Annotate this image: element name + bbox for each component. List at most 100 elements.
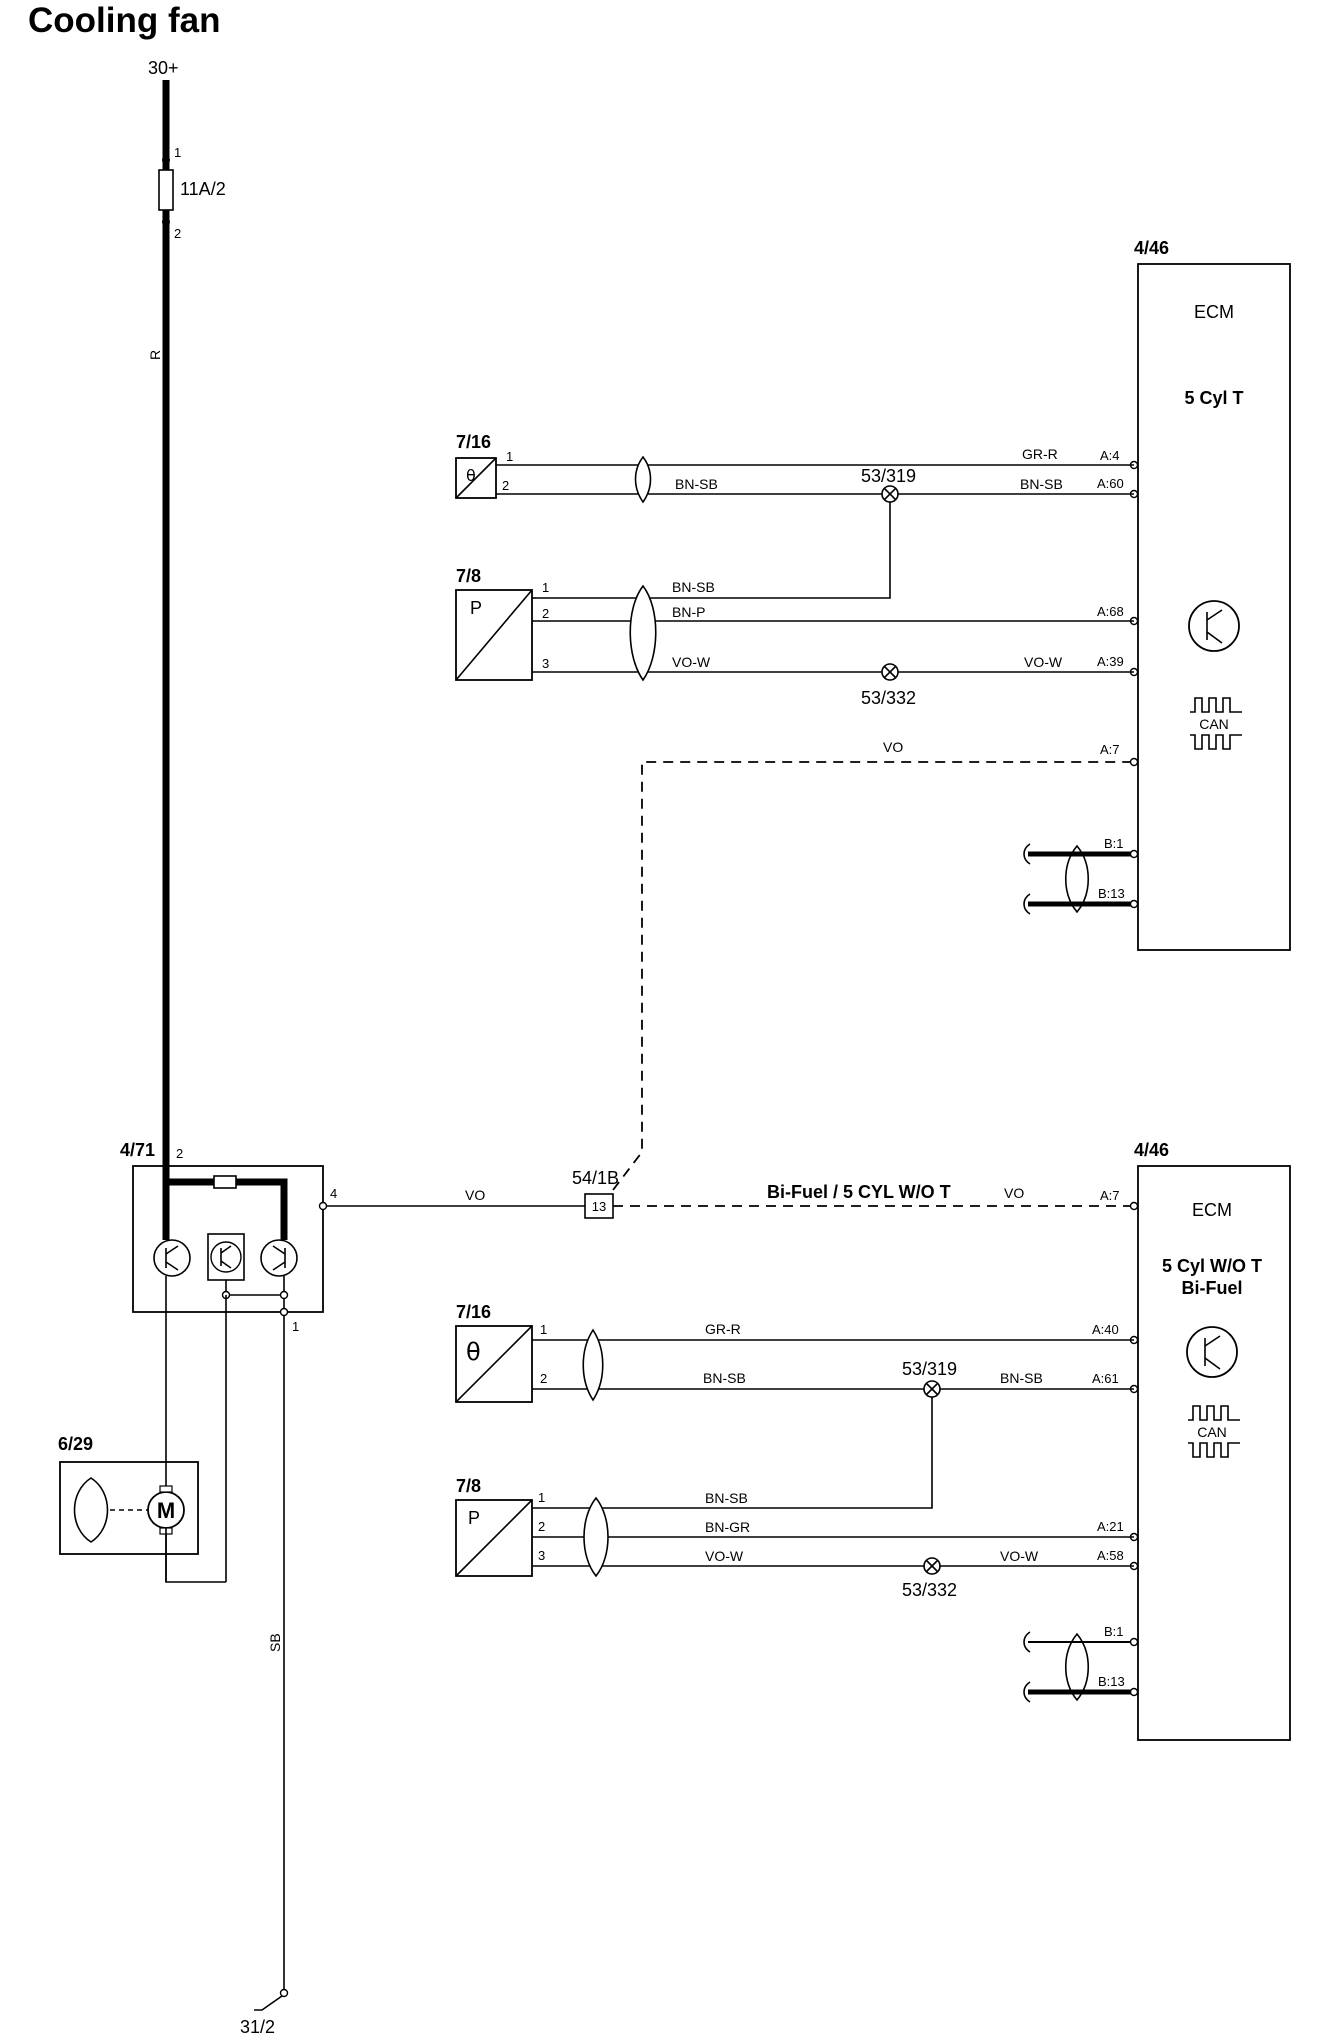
splice-top-319-icon	[881, 485, 899, 503]
relay-pin-2-label: 2	[176, 1146, 183, 1161]
ecm-top-box	[1137, 263, 1291, 951]
splice-top-319-label: 53/319	[861, 466, 916, 486]
ecm-top-can-label: CAN	[1199, 716, 1229, 732]
ecm-bottom-pin-a7: A:7	[1100, 1188, 1120, 1203]
ecm-top-can-icon	[1190, 697, 1242, 750]
splice-bottom-332-icon	[923, 1557, 941, 1575]
pressure-sensor-top-wire2-color: BN-P	[672, 604, 705, 620]
ground-symbol-icon	[254, 1995, 283, 2011]
temp-sensor-top-pin1: 1	[506, 449, 513, 464]
ecm-bottom-box	[1137, 1165, 1291, 1741]
temp-sensor-bottom-id: 7/16	[456, 1302, 491, 1322]
ecm-top-pin-a68: A:68	[1097, 604, 1124, 619]
relay-node-b	[279, 1290, 289, 1300]
signal-wire-color-top: VO	[883, 739, 903, 755]
ecm-top-id: 4/46	[1134, 238, 1169, 258]
pressure-sensor-bottom-wire1-color: BN-SB	[705, 1490, 748, 1506]
pressure-sensor-bottom-wire3-color-ecm: VO-W	[1000, 1548, 1039, 1564]
ecm-bottom-name: ECM	[1192, 1200, 1232, 1220]
ecm-bottom-can-bus-wires	[1023, 1631, 1131, 1703]
twisted-pair-bottom-1-icon	[582, 1328, 604, 1402]
relay-transistor-left-icon	[153, 1239, 191, 1277]
pressure-sensor-top-pin3: 3	[542, 656, 549, 671]
ecm-bottom-pin-a40: A:40	[1092, 1322, 1119, 1337]
signal-wire-color-ecm2: VO	[1004, 1185, 1024, 1201]
temp-sensor-bottom-wire2-color-ecm: BN-SB	[1000, 1370, 1043, 1386]
splice-bottom-319-branch	[532, 1397, 933, 1509]
ecm-top-pin-a4: A:4	[1100, 448, 1120, 463]
ecm-top-pin-b13: B:13	[1098, 886, 1125, 901]
ecm-bottom-pin-a61: A:61	[1092, 1371, 1119, 1386]
pressure-sensor-bottom-pin3: 3	[538, 1548, 545, 1563]
relay-pin-1-node	[279, 1307, 289, 1317]
relay-transistor-middle-icon	[207, 1233, 245, 1281]
motor-loop-wire	[165, 1528, 226, 1583]
relay-bus-right	[236, 1178, 288, 1240]
temp-sensor-top-symbol: θ	[466, 466, 476, 485]
fuse-pin-2-dot	[162, 218, 170, 226]
ecm-bottom-pin-a21: A:21	[1097, 1519, 1124, 1534]
pressure-sensor-bottom-wire2-color: BN-GR	[705, 1519, 750, 1535]
temp-sensor-bottom-icon	[455, 1325, 533, 1403]
temp-sensor-bottom-pin1: 1	[540, 1322, 547, 1337]
ecm-top-pin-a39: A:39	[1097, 654, 1124, 669]
signal-wire-dashed-to-ecm-top	[612, 761, 1134, 1191]
fuse-11a2-icon	[158, 169, 174, 211]
ecm-bottom-pin-b1: B:1	[1104, 1624, 1124, 1639]
temp-sensor-top-wire1-color: GR-R	[1022, 446, 1058, 462]
splice-connector-id: 54/1B	[572, 1168, 619, 1188]
temp-sensor-top-pin2: 2	[502, 478, 509, 493]
pressure-sensor-top-icon	[455, 589, 533, 681]
relay-module-id: 4/71	[120, 1140, 155, 1160]
splice-bottom-332-label: 53/332	[902, 1580, 957, 1600]
ecm-bottom-node-b13	[1129, 1687, 1139, 1697]
pressure-sensor-bottom-symbol: P	[468, 1508, 480, 1528]
ecm-bottom-id: 4/46	[1134, 1140, 1169, 1160]
temp-sensor-bottom-pin2: 2	[540, 1371, 547, 1386]
splice-top-332-icon	[881, 663, 899, 681]
fuse-pin-2-label: 2	[174, 226, 181, 241]
signal-wire-color: VO	[465, 1187, 485, 1203]
relay-pin-4-node	[318, 1201, 328, 1211]
fuse-label: 11A/2	[180, 179, 226, 199]
ecm-top-node-a7	[1129, 757, 1139, 767]
ecm-bottom-node-b1	[1129, 1637, 1139, 1647]
pressure-sensor-bottom-icon	[455, 1499, 533, 1577]
fan-motor-box	[59, 1461, 199, 1555]
relay-resistor-icon	[213, 1175, 237, 1189]
relay-pin-4-label: 4	[330, 1186, 337, 1201]
fuse-pin-1-label: 1	[174, 145, 181, 160]
pressure-sensor-bottom-wire3-color: VO-W	[705, 1548, 744, 1564]
ground-label: 31/2	[240, 2017, 275, 2037]
pressure-sensor-top-wire3-color: VO-W	[672, 654, 711, 670]
splice-bottom-319-icon	[923, 1380, 941, 1398]
splice-bottom-319-label: 53/319	[902, 1359, 957, 1379]
temp-sensor-top-wire2-color: BN-SB	[675, 476, 718, 492]
ecm-bottom-pin-a58: A:58	[1097, 1548, 1124, 1563]
twisted-triple-bottom-icon	[583, 1496, 609, 1578]
page-title: Cooling fan	[28, 1, 220, 40]
motor-glyph: M	[157, 1498, 175, 1523]
ground-wire-color: SB	[267, 1633, 283, 1652]
variant-note: Bi-Fuel / 5 CYL W/O T	[767, 1182, 951, 1202]
ground-node	[279, 1988, 289, 1998]
ecm-top-can-bus-wires	[1023, 843, 1131, 915]
temp-sensor-top-id: 7/16	[456, 432, 491, 452]
temp-sensor-top-wire2-color-ecm: BN-SB	[1020, 476, 1063, 492]
pressure-sensor-top-wire3-color-ecm: VO-W	[1024, 654, 1063, 670]
pressure-sensor-top-id: 7/8	[456, 566, 481, 586]
pressure-sensor-bottom-id: 7/8	[456, 1476, 481, 1496]
ecm-top-variant: 5 Cyl T	[1184, 388, 1243, 408]
temp-sensor-bottom-symbol: θ	[466, 1338, 481, 1366]
motor-icon: M	[147, 1485, 185, 1535]
relay-pin-1-label: 1	[292, 1319, 299, 1334]
relay-module-box	[132, 1165, 324, 1313]
twisted-triple-top-icon	[629, 584, 657, 682]
pressure-sensor-top-pin2: 2	[542, 606, 549, 621]
supply-label: 30+	[148, 58, 179, 78]
fuse-pin-1-dot	[162, 156, 170, 164]
splice-top-332-label: 53/332	[861, 688, 916, 708]
ecm-bottom-node-a7	[1129, 1201, 1139, 1211]
temp-sensor-bottom-wire1-color: GR-R	[705, 1321, 741, 1337]
